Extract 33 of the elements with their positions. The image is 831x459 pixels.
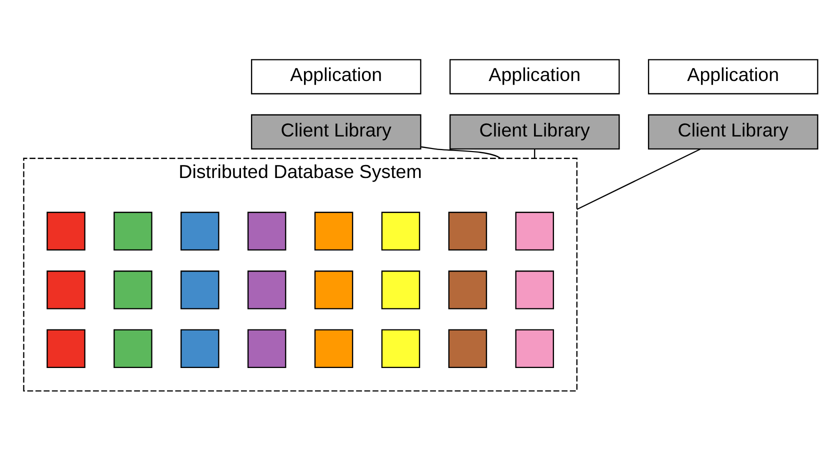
connector <box>576 148 700 210</box>
node-box <box>448 328 487 368</box>
cluster: Distributed Database System <box>22 157 577 391</box>
node-box <box>514 270 554 309</box>
node-box: Application <box>250 58 421 94</box>
node-box <box>113 270 152 309</box>
node-box <box>448 211 487 250</box>
node-box <box>46 270 85 309</box>
node-box <box>246 328 286 368</box>
node-box <box>246 211 286 250</box>
node-box: Application <box>448 58 620 94</box>
node-box <box>180 211 219 250</box>
node-box <box>46 328 85 368</box>
node-box <box>380 270 420 309</box>
node-box <box>514 328 554 368</box>
node-box <box>314 328 353 368</box>
node-box <box>448 270 487 309</box>
node-box <box>113 211 152 250</box>
node-box <box>46 211 85 250</box>
node-box: Client Library <box>448 114 620 150</box>
node-box: Application <box>647 58 818 94</box>
node-box <box>113 328 152 368</box>
node-box: Client Library <box>647 114 818 150</box>
node-box <box>314 270 353 309</box>
node-box <box>180 328 219 368</box>
node-box <box>380 328 420 368</box>
node-box <box>514 211 554 250</box>
node-box: Client Library <box>250 114 421 150</box>
node-box <box>380 211 420 250</box>
node-box <box>314 211 353 250</box>
node-box <box>180 270 219 309</box>
connector <box>534 148 535 158</box>
node-box <box>246 270 286 309</box>
